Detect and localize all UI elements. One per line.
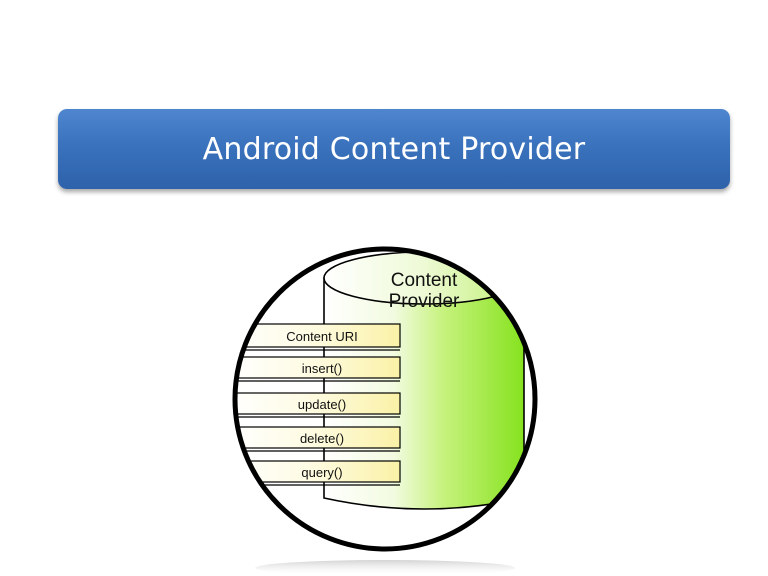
slide-title: Android Content Provider: [202, 131, 586, 167]
tab-label-content-uri: Content URI: [286, 329, 358, 344]
tab-update: update(): [235, 392, 401, 418]
tab-insert: insert(): [235, 356, 401, 382]
circle-shadow: [255, 560, 515, 576]
diagram-circle-border: [232, 246, 538, 552]
tab-label-query: query(): [301, 465, 342, 480]
tab-delete: delete(): [235, 426, 401, 452]
tab-label-delete: delete(): [300, 431, 344, 446]
cylinder-label-line2: Provider: [389, 291, 460, 312]
cylinder-label-line1: Content: [391, 270, 458, 291]
diagram-contents: Content Provider Content URI insert() up…: [235, 251, 525, 510]
title-banner: Android Content Provider: [58, 109, 730, 189]
tab-label-update: update(): [298, 397, 346, 412]
tab-label-insert: insert(): [302, 361, 342, 376]
tab-content-uri: Content URI: [235, 323, 401, 351]
